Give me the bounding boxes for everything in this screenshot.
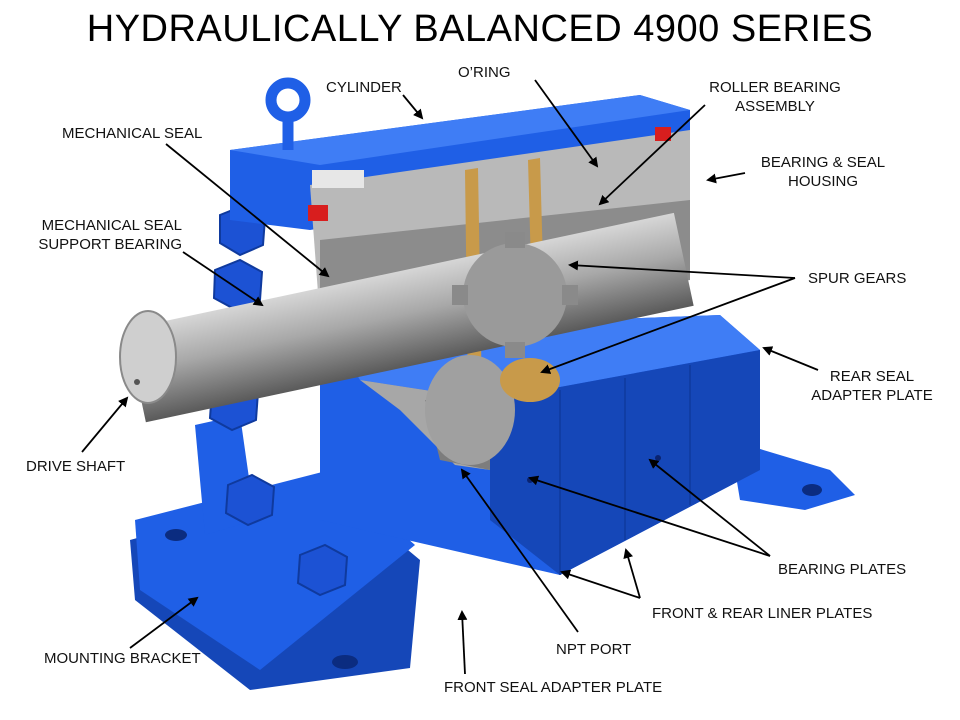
label-drive-shaft: DRIVE SHAFT — [26, 458, 126, 475]
label-cylinder: CYLINDER — [326, 79, 402, 96]
label-bearing-seal-housing-line2: HOUSING — [787, 173, 858, 190]
spur-gear-shape — [425, 232, 578, 465]
label-seal-support-line2: SUPPORT BEARING — [38, 236, 182, 253]
label-mechanical-seal: MECHANICAL SEAL — [62, 125, 203, 142]
label-roller-bearing-line2: ASSEMBLY — [735, 98, 815, 115]
label-bearing-seal-housing: BEARING & SEAL HOUSING — [748, 153, 898, 191]
label-npt-port: NPT PORT — [556, 641, 632, 658]
label-seal-support-line1: MECHANICAL SEAL — [41, 217, 182, 234]
label-rear-seal-line1: REAR SEAL — [829, 368, 915, 385]
label-roller-bearing-assembly: ROLLER BEARING ASSEMBLY — [705, 78, 845, 116]
label-bearing-seal-housing-line1: BEARING & SEAL — [760, 154, 886, 171]
label-rear-seal-adapter-plate: REAR SEAL ADAPTER PLATE — [792, 367, 952, 405]
label-mechanical-seal-support-bearing: MECHANICAL SEAL SUPPORT BEARING — [20, 216, 182, 254]
label-bearing-plates: BEARING PLATES — [778, 561, 907, 578]
label-oring: O’RING — [458, 64, 511, 81]
label-roller-bearing-line1: ROLLER BEARING — [709, 79, 841, 96]
leader-arrows — [81, 79, 819, 675]
label-front-seal-adapter-plate: FRONT SEAL ADAPTER PLATE — [444, 679, 663, 696]
label-rear-seal-line2: ADAPTER PLATE — [811, 387, 933, 404]
label-front-rear-liner-plates: FRONT & REAR LINER PLATES — [652, 605, 873, 622]
diagram-title: HYDRAULICALLY BALANCED 4900 SERIES — [86, 8, 874, 50]
label-mounting-bracket: MOUNTING BRACKET — [44, 650, 201, 667]
lifting-eye-shape — [265, 77, 311, 150]
label-spur-gears: SPUR GEARS — [808, 270, 907, 287]
